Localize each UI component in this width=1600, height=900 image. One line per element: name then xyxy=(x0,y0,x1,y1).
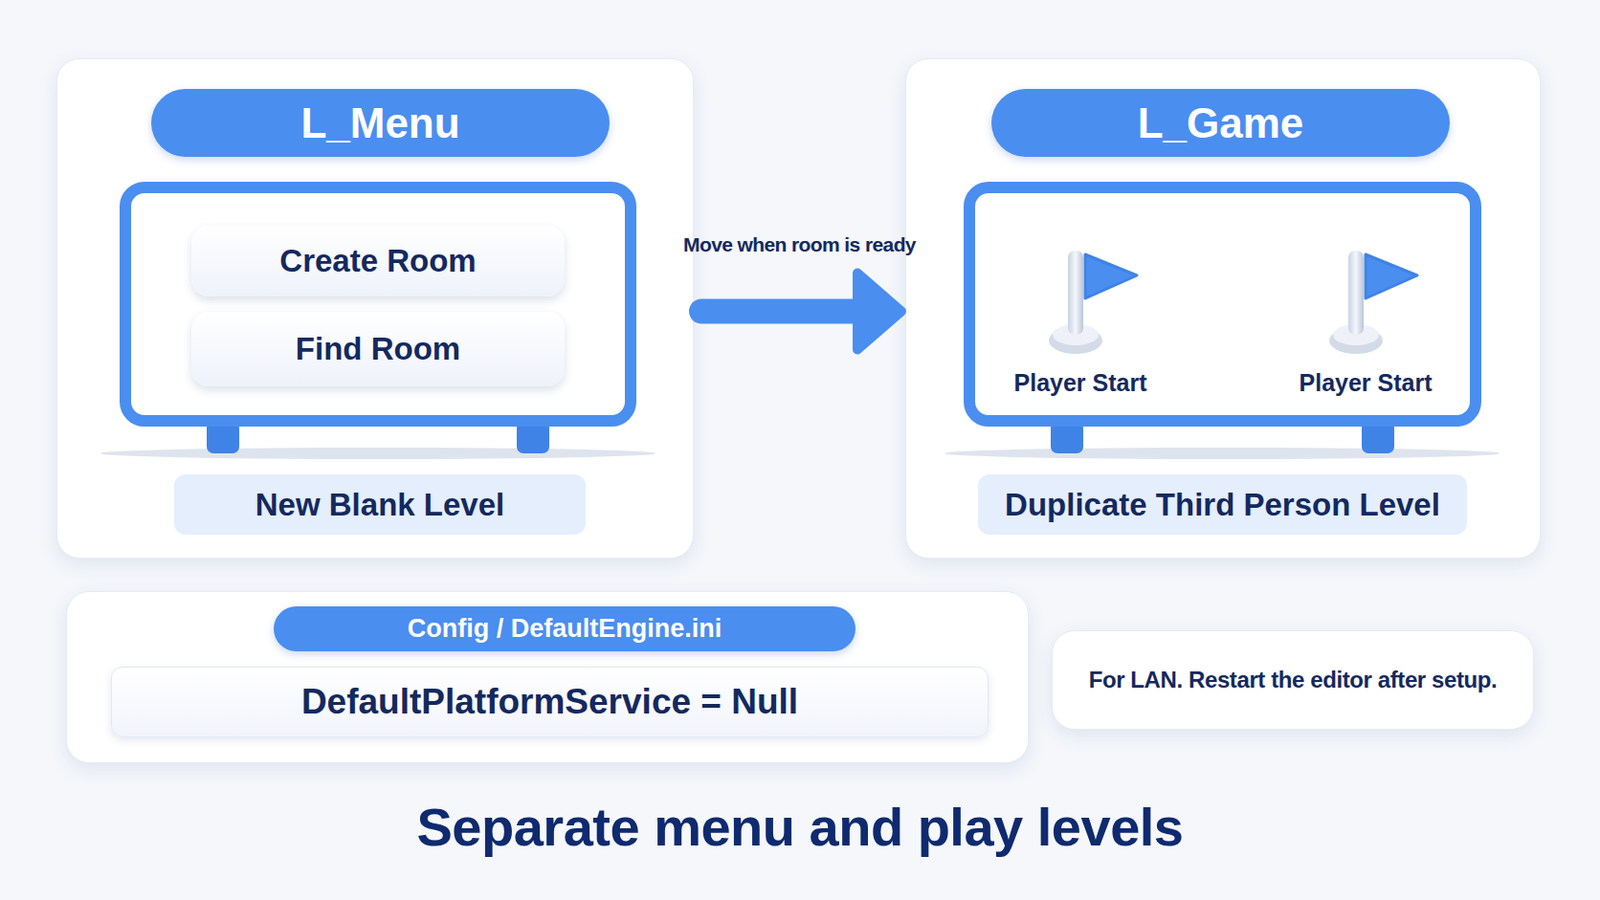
note-text: For LAN. Restart the editor after setup. xyxy=(1088,666,1498,694)
button-text: Create Room xyxy=(279,243,476,280)
button-text: Find Room xyxy=(295,331,461,368)
symbol-label: Player Start xyxy=(936,369,1224,398)
monitor-frame xyxy=(944,187,1500,460)
button-text: DefaultPlatformService = Null xyxy=(301,682,799,723)
menu-button: Find Room xyxy=(191,311,565,387)
level-name-pill: L_Game xyxy=(991,88,1450,157)
flow-arrow xyxy=(701,273,902,351)
level-name-pill: L_Menu xyxy=(151,88,610,157)
flag-symbol xyxy=(1329,250,1418,355)
flag-symbol xyxy=(1048,250,1137,355)
config-line-box: DefaultPlatformService = Null xyxy=(111,666,989,738)
level-note: Duplicate Third Person Level xyxy=(977,474,1467,535)
edge-label: Move when room is ready xyxy=(675,233,925,257)
note-card: For LAN. Restart the editor after setup. xyxy=(1051,630,1534,731)
caption: Separate menu and play levels xyxy=(0,796,1600,859)
config-file-pill: Config / DefaultEngine.ini xyxy=(273,606,856,652)
panel-card: Config / DefaultEngine.iniDefaultPlatfor… xyxy=(66,591,1029,764)
menu-button: Create Room xyxy=(191,225,565,297)
level-note: New Blank Level xyxy=(174,474,586,535)
monitor-frame xyxy=(100,187,656,460)
symbol-label: Player Start xyxy=(1222,369,1510,398)
